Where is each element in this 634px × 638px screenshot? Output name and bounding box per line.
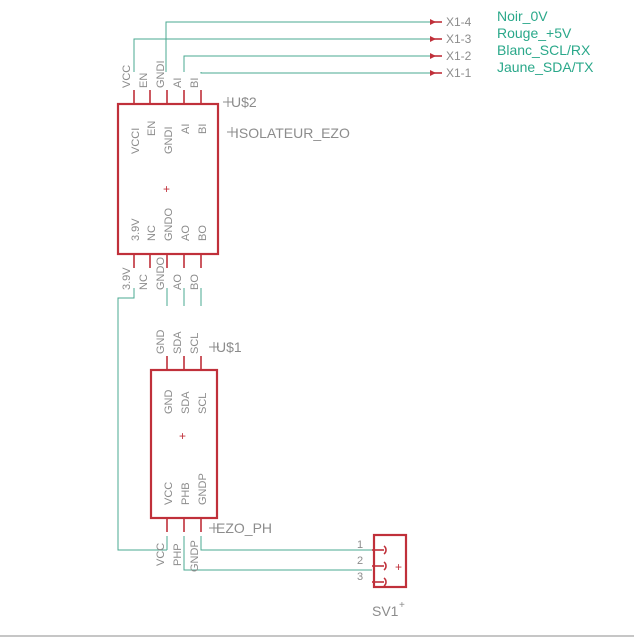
iso-pin-bo-out: BO [189, 274, 201, 290]
ezo-pin-sda-out: SDA [172, 331, 184, 354]
iso-pin-en: EN [146, 121, 158, 136]
iso-pin-bi: BI [197, 124, 209, 134]
signal-noir: Noir_0V [497, 8, 548, 24]
ezo-pin-vcc: VCC [163, 482, 175, 505]
iso-pin-en-out: EN [138, 73, 150, 88]
iso-pin-bo: BO [197, 225, 209, 241]
isolator-value: ISOLATEUR_EZO [235, 125, 350, 141]
iso-pin-39v: 3.9V [130, 218, 142, 241]
wires [117, 21, 430, 571]
x1-pin-1-label: X1-1 [446, 66, 472, 80]
iso-pin-vcc-out: VCC [121, 65, 133, 88]
ezo-pin-vcc-out: VCC [155, 543, 167, 566]
wire-x1-4[interactable] [165, 21, 430, 72]
ezo-pin-gndp-out: GNDP [189, 540, 201, 572]
signal-rouge: Rouge_+5V [497, 25, 572, 41]
sv1-body[interactable] [372, 533, 408, 589]
iso-pin-ai: AI [180, 124, 192, 134]
ezo-origin-mark: + [179, 429, 186, 443]
ezo-value: EZO_PH [216, 520, 272, 536]
sv1-pin-1: 1 [357, 539, 363, 551]
x1-pin-3-label: X1-3 [446, 32, 472, 46]
isolator-origin-mark: + [163, 182, 170, 196]
wire-x1-2[interactable] [183, 55, 430, 72]
x1-pin-2[interactable]: X1-2 [430, 49, 472, 63]
isolator-body[interactable] [116, 102, 220, 256]
wire-x1-3[interactable] [133, 38, 430, 72]
ezo-name-marker [209, 342, 219, 352]
iso-pin-gndo: GNDO [163, 208, 175, 241]
sv1-pin-2: 2 [357, 555, 363, 567]
signal-jaune: Jaune_SDA/TX [497, 59, 594, 75]
ezo-ph-component[interactable]: GND SDA SCL GND SDA SCL VCC PHB GNDP VCC… [149, 330, 272, 573]
wire-vcc[interactable] [117, 288, 167, 551]
x1-pin-4[interactable]: X1-4 [430, 15, 472, 29]
iso-pin-ao: AO [180, 225, 192, 241]
sv1-origin-mark: + [395, 560, 402, 574]
ezo-pin-scl: SCL [197, 393, 209, 414]
ezo-pin-phb: PHB [180, 482, 192, 505]
iso-pin-gndi: GNDI [163, 127, 175, 155]
ezo-pin-gnd: GND [163, 390, 175, 415]
iso-pin-ao-out: AO [172, 274, 184, 290]
ezo-pin-php-out: PHP [172, 543, 184, 566]
x1-connector: X1-4 X1-3 X1-2 X1-1 Noir_0V Rouge_+5V Bl… [430, 8, 594, 80]
iso-pin-gndo-out: GNDO [155, 257, 167, 290]
isolator-name-marker [223, 97, 233, 107]
iso-pin-bi-out: BI [189, 78, 201, 88]
ezo-pin-scl-out: SCL [189, 333, 201, 354]
isolator-name: U$2 [231, 94, 257, 110]
x1-pin-4-label: X1-4 [446, 15, 472, 29]
ezo-value-marker [209, 523, 219, 533]
sv1-name: SV1 [372, 603, 399, 619]
sv1-pin-3: 3 [357, 571, 363, 583]
isolator-value-marker [227, 127, 237, 137]
ezo-pin-gndp: GNDP [197, 473, 209, 505]
wire-php[interactable] [183, 536, 372, 571]
signal-blanc: Blanc_SCL/RX [497, 42, 591, 58]
wire-gndp[interactable] [200, 536, 372, 551]
iso-pin-nc-out: NC [138, 274, 150, 290]
iso-pin-39v-out: 3.9V [121, 267, 133, 290]
sv1-connector[interactable]: + 1 2 3 SV1 + [357, 533, 408, 619]
ezo-name: U$1 [216, 339, 242, 355]
x1-pin-2-label: X1-2 [446, 49, 472, 63]
ezo-pin-sda: SDA [180, 391, 192, 414]
x1-pin-3[interactable]: X1-3 [430, 32, 472, 46]
iso-pin-nc: NC [146, 225, 158, 241]
isolator-component[interactable]: VCC EN GNDI AI BI VCCI EN GNDI AI BI 3.9… [116, 61, 350, 291]
iso-pin-gnd-out: GNDI [155, 61, 167, 89]
iso-pin-vcci: VCCI [130, 128, 142, 154]
ezo-pin-gnd-out: GND [155, 330, 167, 355]
iso-pin-ai-out: AI [172, 78, 184, 88]
wire-x1-1[interactable] [200, 72, 430, 74]
sv1-name-marker: + [399, 600, 405, 611]
x1-pin-1[interactable]: X1-1 [430, 66, 472, 80]
